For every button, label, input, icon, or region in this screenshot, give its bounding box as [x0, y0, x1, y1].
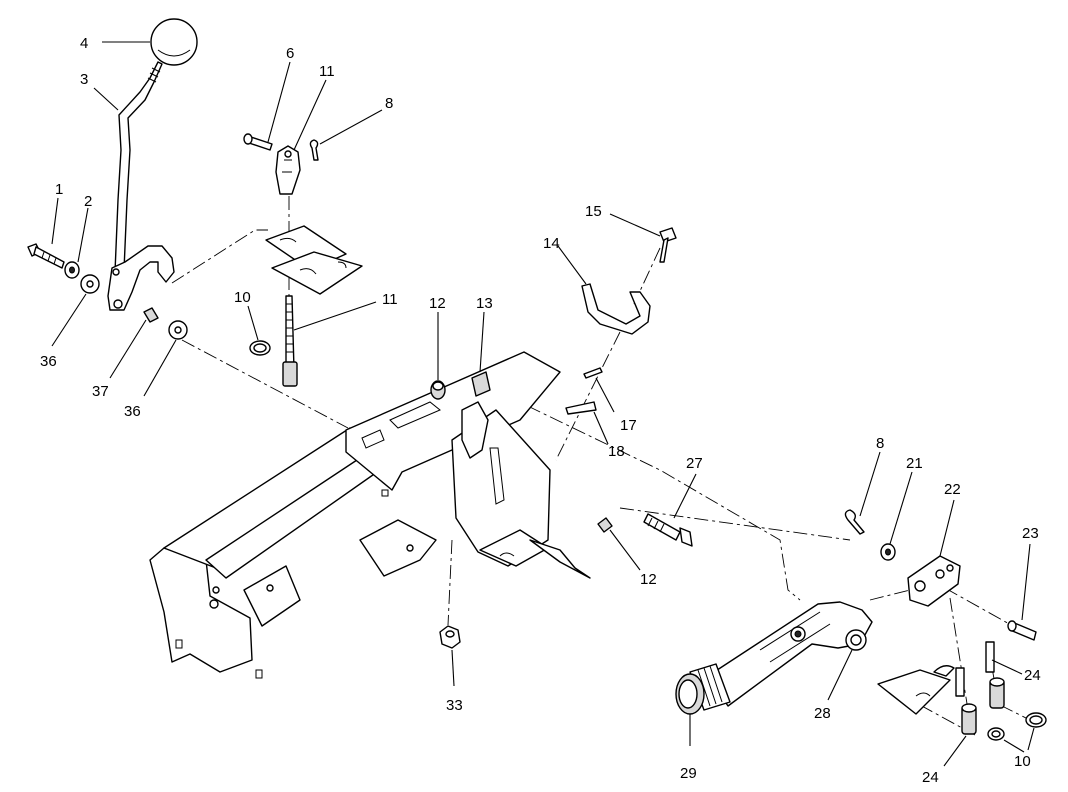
nut-right: [597, 517, 613, 533]
frame-bracket: [149, 351, 591, 679]
retainer-ring-3: [1025, 712, 1047, 728]
callout-24-lower: 24: [922, 769, 939, 786]
shift-lever: [107, 61, 175, 311]
callout-15: 15: [585, 203, 602, 220]
hex-bolt: [643, 513, 693, 547]
clevis-pin: [243, 133, 273, 151]
bolt: [27, 243, 65, 269]
callout-11-top: 11: [319, 63, 335, 80]
clevis: [275, 145, 301, 195]
callout-12-nut: 12: [640, 571, 657, 588]
roll-pin: [583, 367, 603, 379]
callout-33: 33: [446, 697, 463, 714]
screw: [659, 227, 677, 263]
callout-18: 18: [608, 443, 625, 460]
callout-12-spacer: 12: [429, 295, 446, 312]
ball-joint: [955, 667, 977, 735]
callout-3: 3: [80, 71, 88, 88]
lower-plate: [877, 665, 955, 715]
callout-11-rod: 11: [382, 291, 398, 308]
callout-23: 23: [1022, 525, 1039, 542]
callout-14: 14: [543, 235, 560, 252]
roll-pin-2: [565, 401, 597, 415]
callout-28: 28: [814, 705, 831, 722]
washer-21: [880, 543, 896, 561]
callout-10-left: 10: [234, 289, 251, 306]
pivot-bracket: [907, 555, 961, 607]
bushing: [143, 307, 159, 323]
spacer-2: [471, 371, 491, 397]
callout-21: 21: [906, 455, 923, 472]
callout-22: 22: [944, 481, 961, 498]
callout-2: 2: [84, 193, 92, 210]
callout-36-right: 36: [124, 403, 141, 420]
callout-37: 37: [92, 383, 109, 400]
cotter-pin-2: [844, 509, 865, 535]
callout-10-right: 10: [1014, 753, 1031, 770]
retainer-ring-2: [987, 727, 1005, 741]
pin-23: [1007, 620, 1037, 641]
callout-1: 1: [55, 181, 63, 198]
callout-17: 17: [620, 417, 637, 434]
spring-bracket: [581, 283, 651, 335]
lock-nut: [439, 625, 461, 649]
lever-arm: [707, 601, 873, 707]
callout-29: 29: [680, 765, 697, 782]
callout-36-left: 36: [40, 353, 57, 370]
shift-handle: [675, 663, 731, 715]
shift-plates: [265, 225, 363, 295]
lock-washer: [64, 261, 80, 279]
callout-13: 13: [476, 295, 493, 312]
retainer-ring: [249, 340, 271, 356]
callout-27: 27: [686, 455, 703, 472]
flat-washer-2: [168, 320, 188, 340]
flat-washer: [80, 274, 100, 294]
lever-knob: [150, 18, 198, 66]
callout-8-right: 8: [876, 435, 884, 452]
callout-4: 4: [80, 35, 88, 52]
leader-lines: [51, 41, 1035, 767]
spacer: [430, 380, 446, 400]
callout-6: 6: [286, 45, 294, 62]
callout-24-upper: 24: [1024, 667, 1041, 684]
callout-labels: 4 3 1 2 6 11 8 10 11 12 13 36 37 36 15 1…: [40, 35, 1041, 786]
callout-8-top: 8: [385, 95, 393, 112]
threaded-rod: [282, 295, 298, 387]
ball-joint-2: [985, 641, 1005, 709]
cotter-pin: [309, 139, 319, 161]
